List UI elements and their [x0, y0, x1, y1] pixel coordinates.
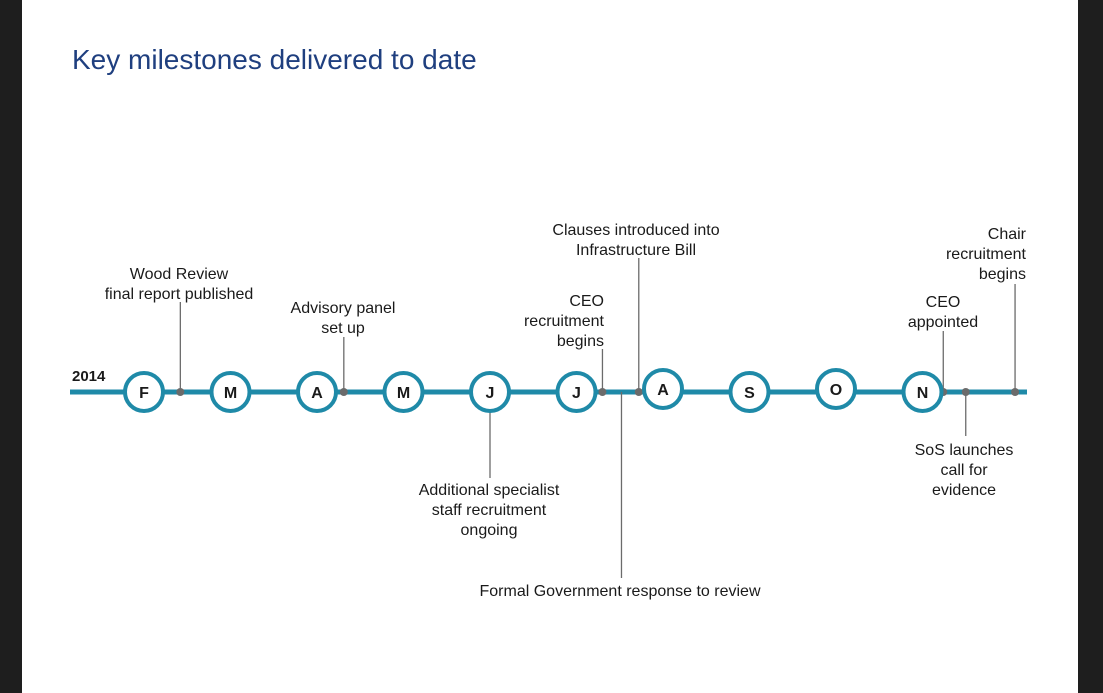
- milestone-label: appointed: [908, 314, 978, 331]
- milestone-label: SoS launches: [915, 442, 1014, 459]
- milestone-label: Chair: [988, 226, 1027, 243]
- month-marker: [296, 371, 338, 413]
- milestone-label: call for: [940, 462, 988, 479]
- milestone-label: recruitment: [946, 246, 1027, 263]
- milestone-label: Clauses introduced into: [552, 222, 719, 239]
- milestone-marker: [961, 388, 970, 396]
- milestone-marker: [1011, 388, 1020, 396]
- month-label: J: [572, 385, 581, 402]
- month-label: O: [830, 382, 842, 399]
- month-marker: [815, 368, 857, 410]
- milestone-label: Advisory panel: [291, 300, 396, 317]
- milestone-label: evidence: [932, 482, 996, 499]
- milestone-label: Wood Review: [130, 266, 229, 283]
- slide: Key milestones delivered to date 2014 Woo…: [22, 0, 1078, 693]
- month-label: A: [311, 385, 323, 402]
- month-marker: [382, 371, 425, 413]
- month-marker: [555, 371, 598, 413]
- month-label: F: [139, 385, 149, 402]
- month-label: N: [917, 385, 929, 402]
- month-label: M: [397, 385, 410, 402]
- milestone-marker: [598, 388, 607, 396]
- month-marker: [123, 371, 165, 413]
- milestone-label: final report published: [105, 286, 254, 303]
- year-label: 2014: [72, 368, 106, 385]
- milestone-marker: [634, 388, 643, 396]
- milestone-label: ongoing: [461, 522, 518, 539]
- milestone-label: begins: [557, 333, 604, 350]
- slide-title: Key milestones delivered to date: [72, 44, 477, 75]
- milestone-label: Additional specialist: [419, 482, 560, 499]
- month-label: A: [657, 382, 669, 399]
- milestone-label: staff recruitment: [432, 502, 547, 519]
- month-label: S: [744, 385, 755, 402]
- milestone-label: CEO: [926, 294, 961, 311]
- milestone-marker: [176, 388, 185, 396]
- milestone-label: begins: [979, 266, 1026, 283]
- milestone-label: set up: [321, 320, 365, 337]
- milestone-label: CEO: [569, 293, 604, 310]
- month-label: M: [224, 385, 237, 402]
- month-marker: [642, 368, 684, 410]
- milestone-timeline: 2014 Wood Review final report publishedAdv…: [70, 222, 1027, 600]
- month-marker: [901, 371, 944, 413]
- milestone-label: recruitment: [524, 313, 605, 330]
- month-marker: [469, 371, 511, 413]
- month-marker: [728, 371, 771, 413]
- month-marker: [209, 371, 252, 413]
- milestone-marker: [339, 388, 348, 396]
- month-label: J: [486, 385, 495, 402]
- milestone-label: Formal Government response to review: [480, 583, 761, 600]
- milestone-label: Infrastructure Bill: [576, 242, 696, 259]
